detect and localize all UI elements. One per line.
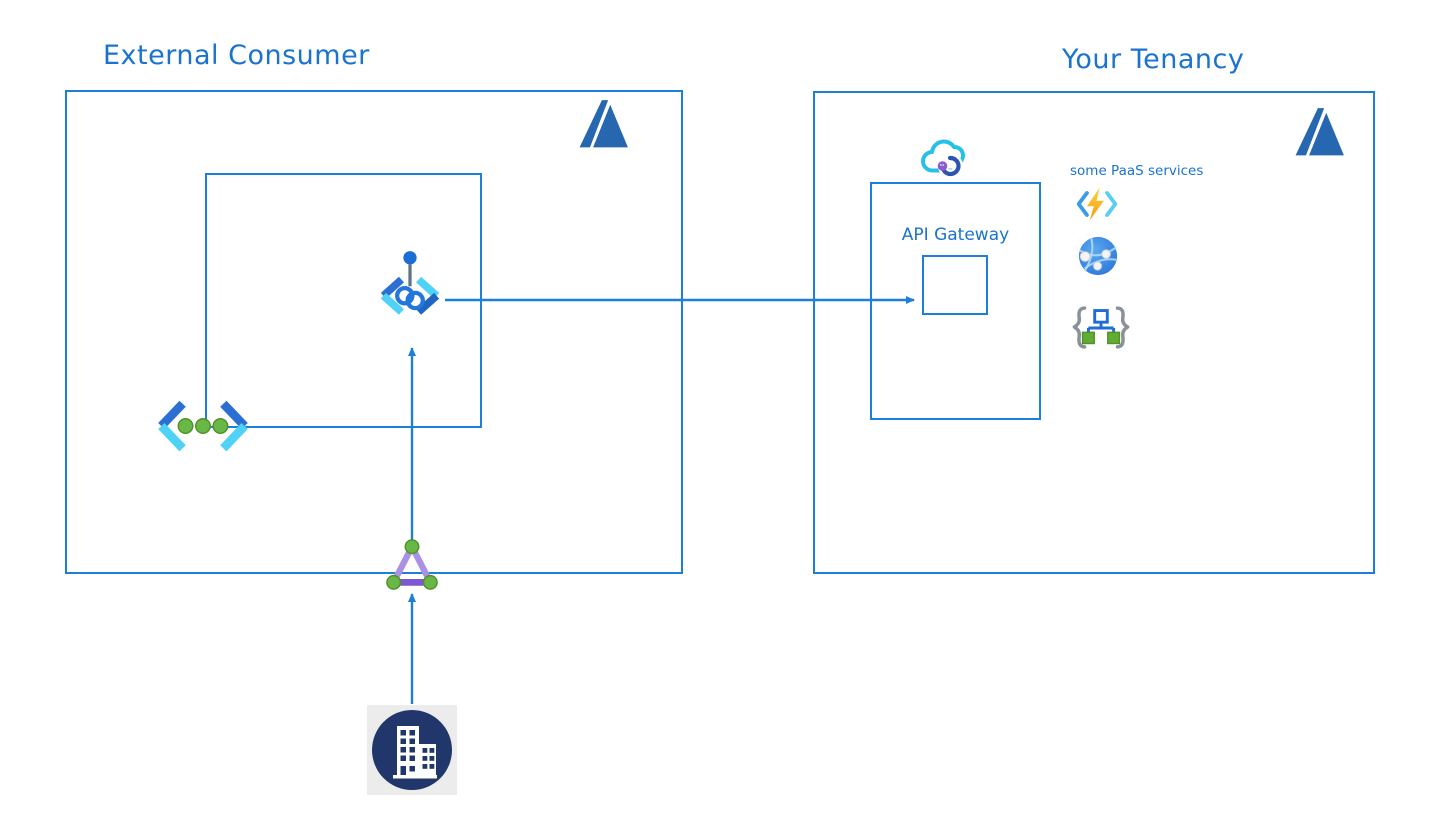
paas-services-label: some PaaS services	[1070, 163, 1204, 179]
network-gateway-icon	[385, 536, 439, 594]
api-gateway-label: API Gateway	[901, 225, 1010, 245]
arm-template-icon	[1070, 305, 1132, 350]
app-service-globe-icon	[1076, 235, 1120, 277]
tenancy-box	[813, 91, 1375, 574]
external-zone-title: External Consumer	[103, 40, 370, 71]
api-management-icon	[372, 248, 448, 334]
external-consumer-box	[65, 90, 683, 574]
api-gateway-node-box	[922, 255, 988, 315]
enterprise-building-icon	[367, 705, 457, 795]
api-endpoint-icon	[153, 396, 251, 458]
azure-logo-left-icon	[576, 98, 632, 150]
tenancy-zone-title: Your Tenancy	[1062, 44, 1245, 75]
functions-icon	[1075, 186, 1119, 222]
azure-logo-right-icon	[1292, 106, 1348, 158]
cloud-api-gateway-icon	[917, 133, 973, 185]
